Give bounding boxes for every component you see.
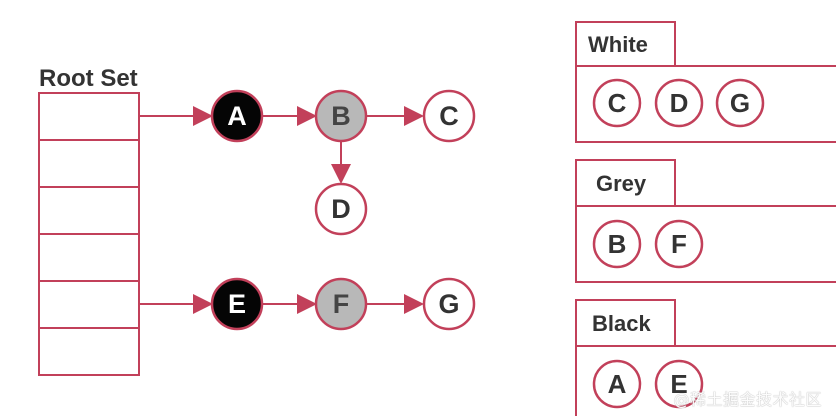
white-set-item-d: D xyxy=(654,78,704,128)
white-set-title: White xyxy=(588,32,648,57)
node-c-label: C xyxy=(439,101,459,131)
reference-arrows xyxy=(139,106,424,314)
node-a-label: A xyxy=(227,101,247,131)
grey-set-item-f-label: F xyxy=(671,229,687,259)
node-a: A xyxy=(210,89,264,143)
white-set-item-c: C xyxy=(592,78,642,128)
grey-set-item-b: B xyxy=(592,219,642,269)
white-set-item-c-label: C xyxy=(608,88,627,118)
watermark: @稀土掘金技术社区 xyxy=(673,390,822,409)
root-set-table xyxy=(38,92,140,376)
object-graph: A B C D E F G xyxy=(210,89,476,331)
node-e: E xyxy=(210,277,264,331)
node-d-label: D xyxy=(331,194,351,224)
node-f-label: F xyxy=(333,289,350,319)
root-set-title: Root Set xyxy=(39,65,138,92)
black-set-item-a-label: A xyxy=(608,369,627,399)
grey-set-item-b-label: B xyxy=(608,229,627,259)
node-b: B xyxy=(314,89,368,143)
black-set-item-a: A xyxy=(592,359,642,409)
node-b-label: B xyxy=(331,101,351,131)
black-set-item-e-label: E xyxy=(670,369,687,399)
black-set-item-e: E xyxy=(654,359,704,409)
node-g: G xyxy=(422,277,476,331)
grey-set-panel: Grey B F xyxy=(575,159,836,283)
white-set-panel: White C D G xyxy=(575,21,836,143)
node-e-label: E xyxy=(228,289,246,319)
white-set-item-d-label: D xyxy=(670,88,689,118)
node-c: C xyxy=(422,89,476,143)
black-set-title: Black xyxy=(592,311,651,336)
white-set-item-g-label: G xyxy=(730,88,750,118)
node-g-label: G xyxy=(438,289,459,319)
grey-set-title: Grey xyxy=(596,171,647,196)
white-set-item-g: G xyxy=(715,78,765,128)
black-set-panel: Black A E xyxy=(575,299,836,416)
node-f: F xyxy=(314,277,368,331)
grey-set-item-f: F xyxy=(654,219,704,269)
node-d: D xyxy=(314,182,368,236)
